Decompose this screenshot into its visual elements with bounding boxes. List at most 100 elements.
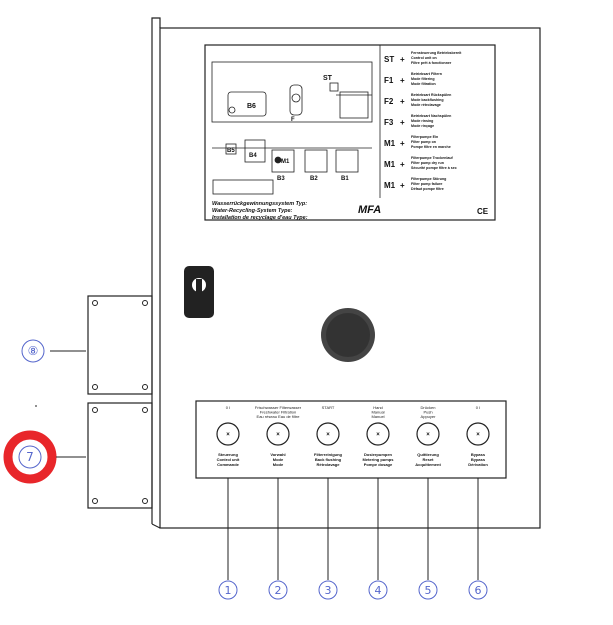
control-label: Mode (273, 462, 284, 467)
model-name: MFA (358, 204, 381, 216)
legend-line: Filtre prêt à fonctionner (411, 61, 452, 65)
legend-line: Filter pump dry run (411, 161, 444, 165)
tank-b6-label: B6 (247, 103, 256, 110)
legend-line: Défaut pompe filtre (411, 187, 444, 191)
callout-label: 4 (375, 584, 382, 597)
knob[interactable] (216, 422, 240, 446)
control-label: Mode (273, 457, 284, 462)
control-top-label: Eau réseau Eau de filtre (257, 414, 301, 419)
callout-label: 2 (275, 584, 282, 597)
callout-3: 3 (318, 478, 338, 600)
legend-line: Filterpumpe Trockenlauf (411, 156, 454, 160)
control-label: Back flushing (315, 457, 342, 462)
piping-schematic (211, 61, 373, 173)
legend-plus: + (400, 139, 405, 148)
control-label: Acquittement (415, 462, 441, 467)
control-top-label: Manual (371, 410, 384, 415)
callout-7: 7 (3, 430, 86, 484)
control-top-label: Manuel (371, 414, 384, 419)
callout-8-label: ⑧ (28, 344, 39, 358)
control-top-label: Push (423, 410, 432, 415)
schematic-plate: B6 ST F B5 B4 M1 B3 B2 B1 ST+Fernsteueru… (204, 44, 496, 221)
legend-line: Control unit on (411, 56, 437, 60)
legend-code: F1 (384, 76, 394, 85)
knob-mark: × (376, 432, 380, 438)
tank-m1-label: M1 (281, 159, 290, 165)
legend-line: Mode filtration (411, 82, 436, 86)
tank-b2-label: B2 (310, 176, 318, 182)
control-top-label: Hand (373, 405, 383, 410)
control-label: Pompe dosage (364, 462, 393, 467)
knob[interactable] (466, 422, 490, 446)
callout-label: 6 (475, 584, 482, 597)
control-label: Bypass (471, 457, 486, 462)
control-top-label: 0 I (476, 405, 480, 410)
control-top-label: Drücken (421, 405, 436, 410)
control-label: Dérivation (468, 462, 488, 467)
callout-label: 3 (325, 584, 332, 597)
control-label: Rétrolavage (317, 462, 341, 467)
legend-plus: + (400, 76, 405, 85)
tank-b3-label: B3 (277, 176, 285, 182)
type-lines: Wasserrückgewinnungssystem Typ: Water-Re… (212, 201, 308, 221)
control-label: Filterreinigung (314, 452, 343, 457)
control-label: Reset (423, 457, 435, 462)
legend-line: Filter pump failure (411, 182, 442, 186)
knob[interactable] (366, 422, 390, 446)
legend-line: Betriebsart Nachspülen (411, 114, 451, 118)
control-label: Steuerung (218, 452, 238, 457)
side-cover-7 (87, 402, 153, 509)
knob-mark: × (426, 432, 430, 438)
cabinet (151, 17, 541, 529)
legend-code: M1 (384, 139, 396, 148)
knob[interactable] (266, 422, 290, 446)
callout-2: 2 (268, 478, 288, 600)
legend-plus: + (400, 181, 405, 190)
side-cover-8 (87, 295, 153, 395)
knob[interactable] (316, 422, 340, 446)
control-button-5[interactable]: DrückenPushAppuyer×QuittierungResetAcqui… (415, 405, 441, 467)
control-label: Bypass (471, 452, 486, 457)
legend-line: Filter pump on (411, 140, 436, 144)
control-label: Control unit (217, 457, 240, 462)
legend-plus: + (400, 97, 405, 106)
control-label: Commande (217, 462, 240, 467)
callout-4: 4 (368, 478, 388, 600)
tank-f-label: F (291, 117, 295, 123)
callout-5: 5 (418, 478, 438, 600)
legend-line: Betriebsart Filtern (411, 72, 442, 76)
control-top-label: Frischwasser Filterwasser (255, 405, 302, 410)
legend-line: Mode backflushing (411, 98, 444, 102)
legend-line: Filterpumpe Störung (411, 177, 446, 181)
control-top-label: START (322, 405, 335, 410)
control-top-label: Freshwater Filtration (260, 410, 296, 415)
knob[interactable] (416, 422, 440, 446)
legend-plus: + (400, 55, 405, 64)
legend-line: Mode rinçage (411, 124, 434, 128)
tank-b5-label: B5 (227, 148, 235, 154)
legend-code: ST (384, 55, 394, 64)
callout-label: 5 (425, 584, 432, 597)
type-line-fr: Installation de recyclage d'eau Type: (212, 215, 308, 221)
knob-mark: × (226, 432, 230, 438)
control-strip (195, 400, 507, 479)
knob-mark: × (476, 432, 480, 438)
tank-b4-label: B4 (249, 153, 257, 159)
legend-code: M1 (384, 181, 396, 190)
main-switch[interactable] (184, 266, 214, 318)
control-label: Metering pumps (363, 457, 395, 462)
legend-line: Mode rinsing (411, 119, 433, 123)
legend-plus: + (400, 160, 405, 169)
ce-mark: CE (477, 207, 489, 216)
legend-line: Betriebsart Rückspülen (411, 93, 451, 97)
legend-code: M1 (384, 160, 396, 169)
knob-mark: × (276, 432, 280, 438)
